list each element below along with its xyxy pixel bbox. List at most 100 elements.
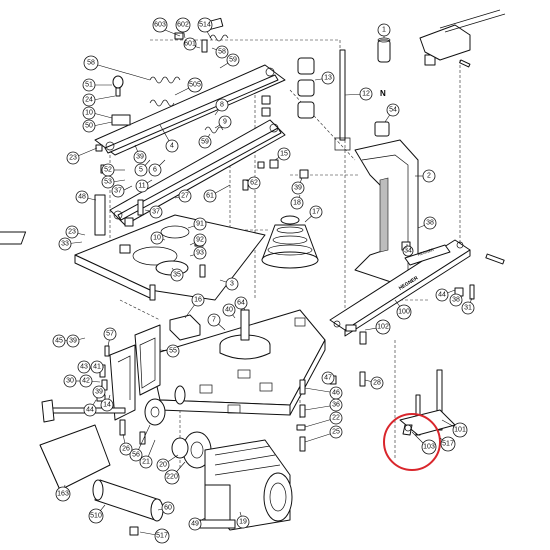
svg-text:26: 26 (122, 446, 130, 453)
svg-text:7: 7 (212, 317, 216, 324)
svg-text:50: 50 (85, 123, 93, 130)
callout-23-a: 23 (66, 147, 98, 165)
svg-text:39: 39 (294, 185, 302, 192)
motor (194, 439, 293, 531)
callout-13: 13 (314, 71, 335, 85)
callout-59-top: 59 (219, 53, 240, 69)
callout-5: 5 (134, 159, 151, 177)
rubber-boot (261, 215, 319, 269)
callout-37-b: 37 (144, 205, 163, 219)
svg-text:38: 38 (426, 220, 434, 227)
callout-17: 17 (304, 205, 323, 223)
callout-20: 20 (156, 454, 179, 472)
callout-16: 16 (184, 293, 205, 319)
callout-1: 1 (377, 23, 391, 38)
callout-11: 11 (135, 179, 153, 193)
svg-text:5: 5 (139, 167, 143, 174)
callout-31: 31 (461, 297, 475, 315)
svg-text:51: 51 (85, 82, 93, 89)
svg-text:39: 39 (95, 389, 103, 396)
callout-163: 163 (55, 484, 71, 502)
callout-38-right: 38 (449, 293, 463, 307)
svg-text:25: 25 (332, 429, 340, 436)
callout-10-mid: 10 (150, 231, 166, 245)
callout-51: 51 (82, 78, 112, 92)
svg-text:510: 510 (90, 513, 102, 520)
callout-10-top: 10 (82, 106, 113, 120)
upper-table (74, 214, 266, 301)
svg-text:10: 10 (85, 110, 93, 117)
svg-text:46: 46 (332, 390, 340, 397)
svg-text:37: 37 (152, 209, 160, 216)
callout-27: 27 (174, 189, 192, 203)
callout-22: 22 (304, 411, 343, 428)
svg-text:102: 102 (377, 324, 389, 331)
callout-39-a: 39 (133, 144, 147, 164)
callout-36: 36 (304, 398, 343, 412)
callout-93: 93 (189, 246, 207, 260)
bushings (374, 37, 436, 137)
pulleys (144, 385, 212, 469)
left-housing (134, 324, 161, 396)
callout-54: 54 (384, 103, 400, 123)
svg-text:14: 14 (103, 402, 111, 409)
svg-text:55: 55 (169, 348, 177, 355)
svg-text:57: 57 (106, 331, 114, 338)
chute (39, 424, 111, 491)
vertical-rod (334, 49, 351, 151)
n-label: N (380, 89, 386, 98)
callout-517-bottom: 517 (139, 528, 170, 544)
svg-text:54: 54 (389, 107, 397, 114)
callout-28: 28 (364, 376, 384, 390)
svg-text:39: 39 (136, 154, 144, 161)
svg-text:517: 517 (156, 533, 168, 540)
svg-text:19: 19 (239, 519, 247, 526)
callout-100: 100 (394, 299, 412, 320)
tension-springs (149, 34, 229, 134)
callout-24: 24 (82, 93, 116, 107)
svg-text:41: 41 (93, 364, 101, 371)
svg-text:42: 42 (82, 378, 90, 385)
callout-101: 101 (441, 419, 468, 438)
callout-14: 14 (100, 394, 114, 412)
svg-text:58: 58 (218, 49, 226, 56)
svg-text:62: 62 (250, 180, 258, 187)
svg-text:44: 44 (86, 407, 94, 414)
svg-text:47: 47 (324, 375, 332, 382)
svg-text:517: 517 (442, 441, 454, 448)
svg-text:28: 28 (373, 380, 381, 387)
callout-15: 15 (274, 147, 291, 161)
svg-text:92: 92 (196, 237, 204, 244)
callout-58-top: 58 (211, 45, 229, 59)
svg-text:30: 30 (66, 378, 74, 385)
svg-text:6: 6 (153, 167, 157, 174)
svg-text:21: 21 (142, 459, 150, 466)
svg-text:12: 12 (362, 91, 370, 98)
callout-91: 91 (187, 217, 207, 231)
svg-text:49: 49 (191, 521, 199, 528)
callout-50: 50 (82, 119, 113, 133)
callout-42: 42 (79, 374, 101, 388)
callout-6: 6 (148, 159, 166, 177)
callout-57-top: 57 (103, 327, 117, 347)
svg-text:45: 45 (55, 338, 63, 345)
callout-21: 21 (139, 439, 156, 469)
callout-601: 601 (183, 37, 201, 51)
callout-603: 603 (152, 17, 181, 37)
clamp-disc (219, 309, 271, 360)
svg-text:220: 220 (166, 474, 178, 481)
callout-48: 48 (75, 190, 97, 204)
callouts: 603 602 514 601 58 59 58 51 24 10 50 505… (52, 17, 475, 544)
svg-text:23: 23 (69, 155, 77, 162)
callout-2: 2 (415, 169, 436, 183)
svg-text:17: 17 (312, 209, 320, 216)
svg-text:33: 33 (61, 241, 69, 248)
svg-text:16: 16 (194, 297, 202, 304)
callout-505: 505 (174, 77, 203, 96)
callout-60: 60 (157, 501, 175, 515)
svg-text:34: 34 (404, 248, 412, 255)
svg-text:52: 52 (104, 167, 112, 174)
svg-text:35: 35 (173, 272, 181, 279)
callout-103: 103 (411, 431, 437, 455)
